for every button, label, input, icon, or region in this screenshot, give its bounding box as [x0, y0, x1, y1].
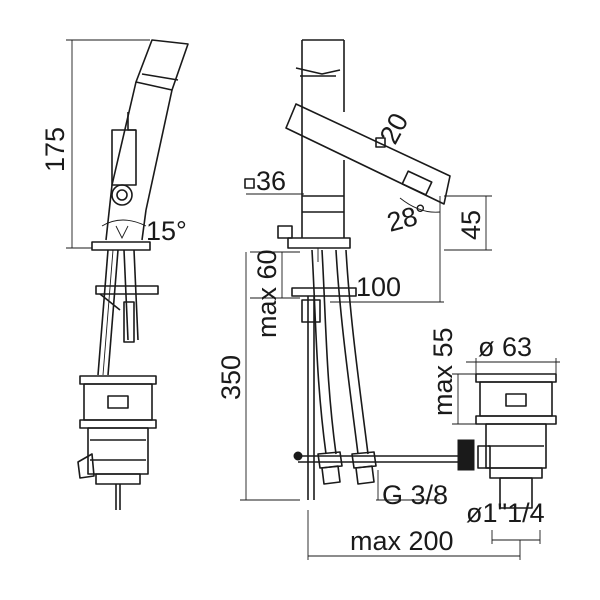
dim-350-label: 350 — [216, 355, 246, 400]
dim-175-label: 175 — [40, 127, 70, 172]
angle-28-label: 28° — [384, 198, 431, 238]
waste-114-label: ø1"1/4 — [466, 498, 545, 528]
side-view: 175 15° — [40, 39, 189, 510]
angle-15-label: 15° — [146, 216, 187, 246]
square-36-label: 36 — [256, 166, 286, 196]
dim-max-200-label: max 200 — [350, 526, 454, 556]
dim-max-55-label: max 55 — [428, 327, 458, 416]
thread-g38-label: G 3/8 — [382, 480, 448, 510]
diameter-63-label: ø 63 — [478, 332, 532, 362]
dim-45-label: 45 — [456, 210, 486, 240]
dim-100-label: 100 — [356, 272, 401, 302]
front-view: 20 36 28° 45 100 max 60 350 — [216, 39, 560, 560]
dim-max-60-label: max 60 — [252, 249, 282, 338]
